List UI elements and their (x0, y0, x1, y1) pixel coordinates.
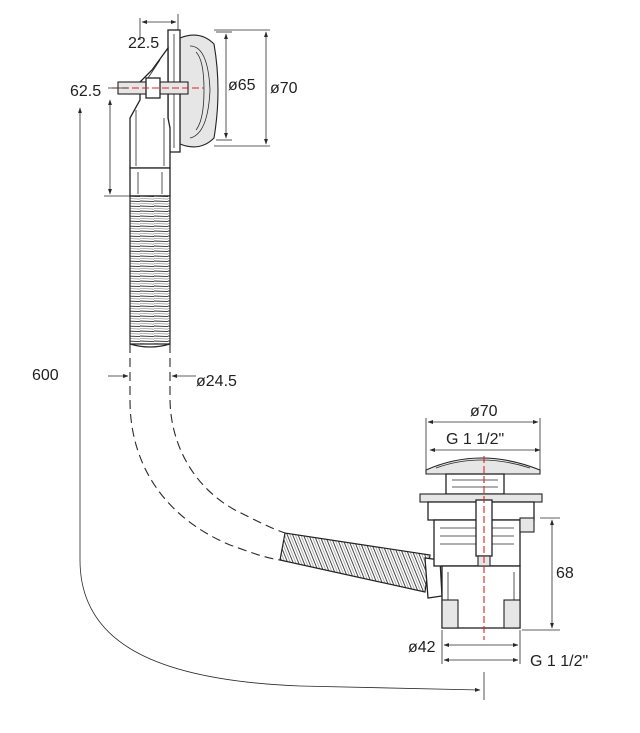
dim-overflow-depth: 22.5 (128, 35, 159, 52)
dim-waste-outlet-dia: ø42 (408, 639, 436, 656)
dimension-lines (78, 14, 560, 700)
dim-waste-cap-dia: ø70 (470, 403, 498, 420)
corrugated-hose-diagonal (279, 532, 431, 593)
dim-overflow-offset: 62.5 (70, 83, 101, 100)
dim-overflow-inner-dia: ø65 (228, 77, 256, 94)
dim-waste-height: 68 (556, 565, 574, 582)
dim-waste-top-thread: G 1 1/2" (446, 431, 504, 448)
overflow-assembly (112, 29, 219, 197)
overflow-connector (129, 167, 171, 197)
corrugated-hose-vertical (129, 195, 171, 345)
dim-pipe-dia: ø24.5 (196, 373, 237, 390)
dim-vertical-length: 600 (32, 367, 59, 384)
waste-assembly (419, 456, 543, 640)
dim-waste-bottom-thread: G 1 1/2" (530, 653, 588, 670)
dim-overflow-outer-dia: ø70 (270, 80, 298, 97)
